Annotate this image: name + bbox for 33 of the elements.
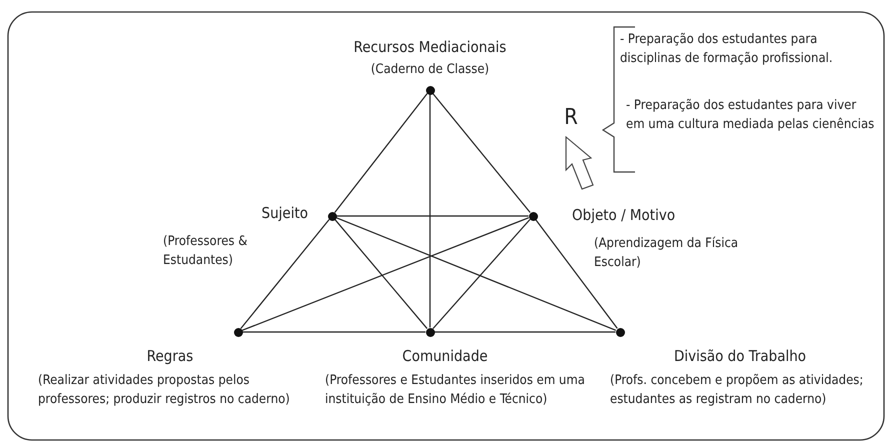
connector-line — [336, 215, 528, 217]
vertex-title: Objeto / Motivo — [572, 206, 676, 225]
connector-line — [429, 94, 431, 328]
vertex-description: (Profs. concebem e propõem as atividades; estudantes as registram no caderno) — [610, 372, 864, 409]
vertex-dot — [234, 328, 242, 336]
vertex-dot — [616, 328, 624, 336]
vertex-description: (Realizar atividades propostas pelos professores; produzir registros no caderno) — [38, 372, 291, 409]
connector-line — [242, 217, 530, 331]
connector-line — [334, 219, 428, 329]
connector-line — [432, 93, 531, 213]
connector-line — [434, 331, 616, 333]
vertex-description: (Aprendizagem da Física Escolar) — [594, 235, 740, 272]
vertex-title: Sujeito — [260, 204, 308, 223]
vertex-dot — [328, 212, 336, 220]
vertex-description: (Caderno de Classe) — [370, 61, 490, 79]
vertex-description: (Professores & Estudantes) — [163, 233, 248, 270]
result-letter: R — [563, 108, 579, 127]
connector-line — [240, 219, 330, 329]
vertex-dot — [426, 86, 434, 94]
connector-line — [535, 219, 618, 329]
connector-line — [334, 93, 428, 213]
vertex-description: (Professores e Estudantes inseridos em uma instituição de Ensino Médio e Técnico) — [325, 372, 586, 409]
vertex-dot — [426, 328, 434, 336]
vertex-title: Comunidade — [401, 347, 489, 366]
connector-line — [242, 331, 426, 333]
vertex-title: Recursos Mediacionais — [352, 38, 508, 57]
note-text: - Preparação dos estudantes para viver em uma cultura mediada pelas cienências — [626, 97, 876, 134]
connector-line — [432, 218, 530, 330]
connector-line — [336, 217, 616, 331]
vertex-dot — [528, 212, 538, 220]
note-text: - Preparação dos estudantes para disciplinas de formação profissional. — [620, 31, 834, 68]
vertex-title: Regras — [146, 347, 194, 366]
vertex-title: Divisão do Trabalho — [672, 347, 808, 366]
